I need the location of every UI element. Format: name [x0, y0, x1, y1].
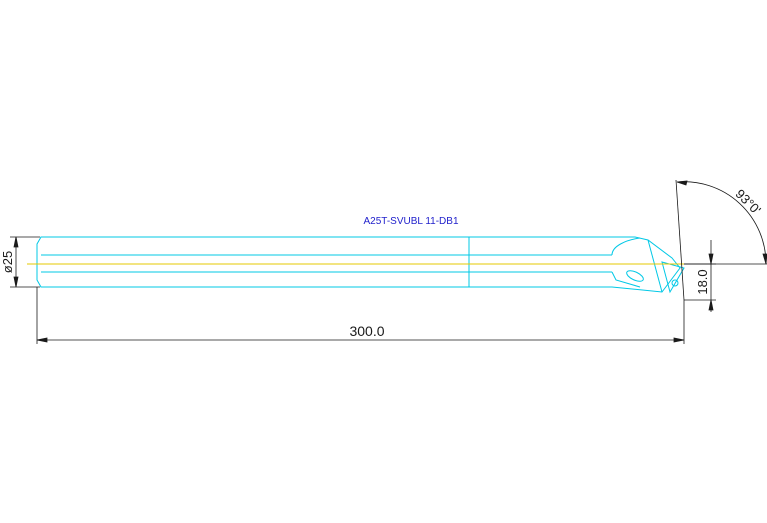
- tool-body: [36, 236, 685, 294]
- head-contour: [611, 237, 641, 256]
- angle-arrow-right: [762, 253, 767, 265]
- insert-screw-icon: [671, 279, 679, 287]
- diameter-dimension-text: ø25: [0, 251, 15, 273]
- insert-triangle: [661, 261, 685, 294]
- dia-arrow-top: [13, 236, 19, 248]
- length-arrow-left: [36, 337, 48, 343]
- insert-edge: [647, 239, 663, 293]
- dia-arrow-bottom: [13, 276, 19, 288]
- length-dimension-text: 300.0: [349, 323, 384, 339]
- length-arrow-right: [673, 337, 685, 343]
- angle-ref-line: [675, 179, 685, 301]
- angle-arrow-top: [676, 180, 688, 186]
- offset-arrow-bottom: [708, 299, 714, 311]
- part-label: A25T-SVUBL 11-DB1: [363, 216, 458, 227]
- coolant-slot: [626, 270, 644, 282]
- offset-dimension-text: 18.0: [695, 269, 710, 294]
- shank-outline: [36, 236, 681, 293]
- head-contour-lower: [611, 271, 641, 288]
- offset-arrow-top: [708, 253, 714, 265]
- angle-arc: [676, 181, 767, 265]
- dimensions: [10, 179, 767, 344]
